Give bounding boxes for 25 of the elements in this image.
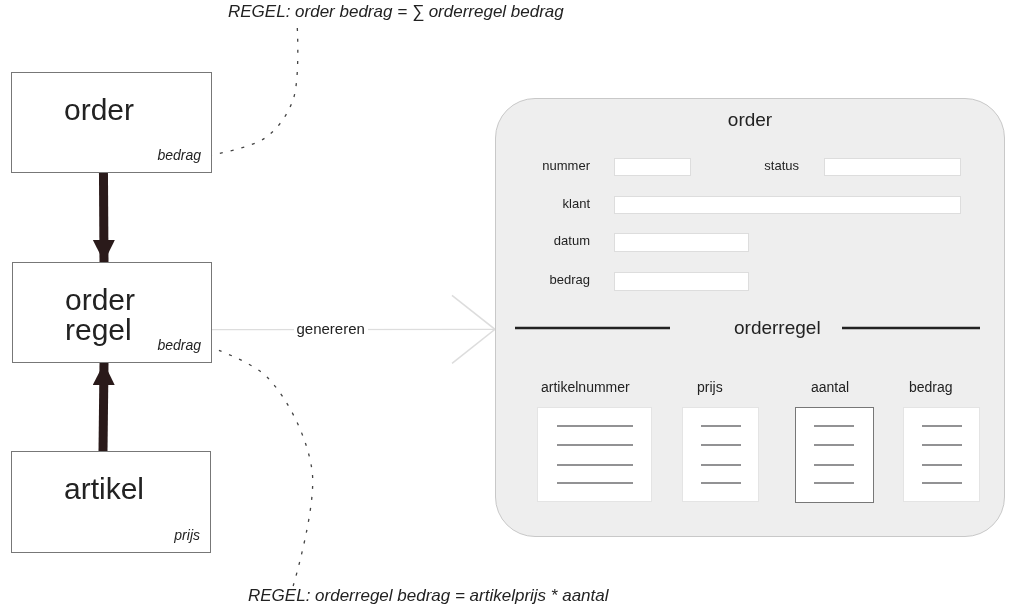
entity-name: artikel <box>64 474 146 504</box>
entity-name: order <box>64 95 136 125</box>
form-panel <box>495 98 1005 537</box>
field-label: status <box>764 158 799 173</box>
column-label: bedrag <box>909 379 953 395</box>
column-label: artikelnummer <box>541 379 630 395</box>
arrow <box>92 172 115 263</box>
column-label: prijs <box>697 379 723 395</box>
column-label: aantal <box>811 379 850 395</box>
field-label: bedrag <box>549 272 590 287</box>
entity-name: order regel <box>65 285 137 345</box>
attribute-label: prijs <box>174 527 200 543</box>
attribute-label: bedrag <box>157 337 201 353</box>
attribute-label: bedrag <box>157 147 201 163</box>
field-label: nummer <box>542 158 590 173</box>
section-heading: orderregel <box>734 317 821 339</box>
entity-box <box>11 72 212 173</box>
rule-text: REGEL: order bedrag = ∑ orderregel bedrag <box>228 2 564 22</box>
field-label: datum <box>553 233 590 248</box>
entity-box <box>12 262 212 363</box>
entity-box <box>11 451 211 553</box>
rule-text: REGEL: orderregel bedrag = artikelprijs * aantal <box>248 586 609 606</box>
arrow <box>92 362 115 452</box>
form-title: order <box>726 109 774 131</box>
field-label: klant <box>562 196 590 211</box>
